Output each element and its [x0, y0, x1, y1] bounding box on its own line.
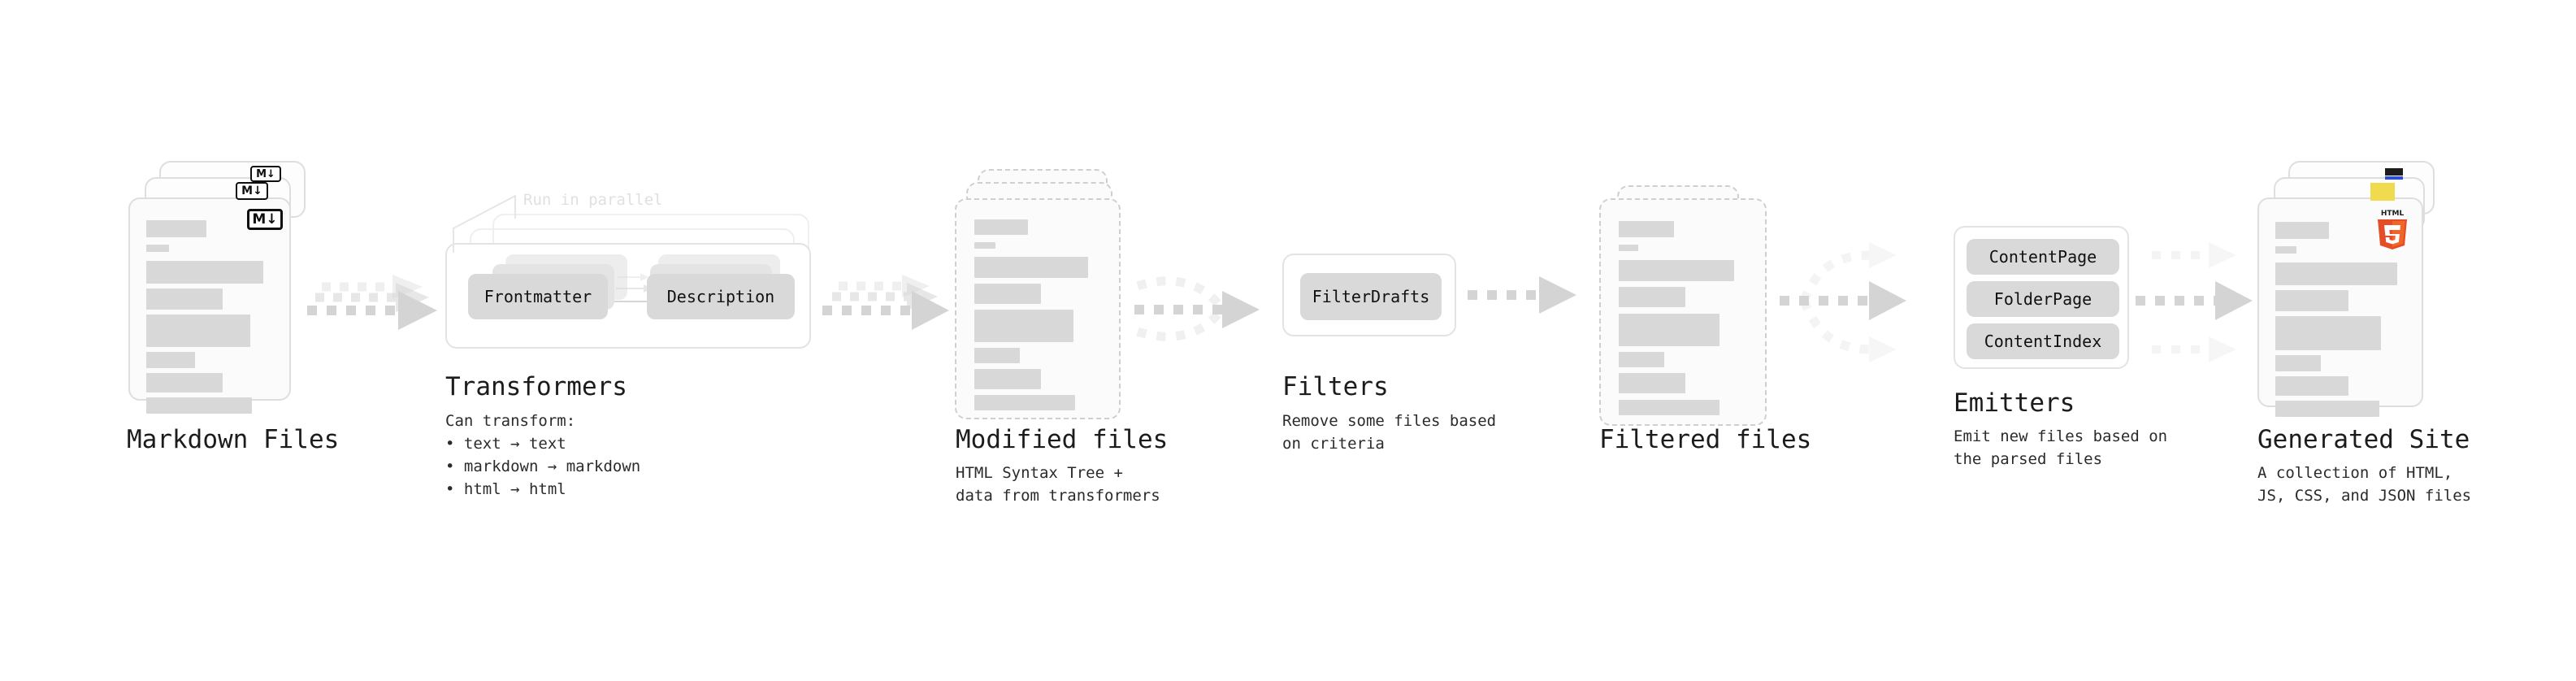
- content-bar: [146, 245, 169, 252]
- content-bar: [1619, 352, 1664, 367]
- filtered-card-front: [1599, 198, 1767, 426]
- content-bar: [146, 373, 223, 393]
- content-bar: [2275, 401, 2379, 417]
- emitters-description: Emit new files based on the parsed files: [1954, 427, 2168, 468]
- content-bar: [974, 348, 1020, 363]
- markdown-icon: M↓: [247, 209, 283, 230]
- content-bar: [1619, 221, 1674, 237]
- content-bar: [2275, 376, 2348, 396]
- arrow-emitters-to-site: [2136, 242, 2253, 362]
- content-bar: [1619, 287, 1685, 307]
- markdown-icon-label: M↓: [256, 167, 275, 180]
- content-bar: [1619, 260, 1734, 281]
- content-bar: [2275, 355, 2321, 371]
- transformers-description: Can transform: • text → text • markdown …: [445, 412, 641, 498]
- modified-files-title: Modified files: [956, 425, 1169, 454]
- markdown-files-title: Markdown Files: [127, 425, 340, 454]
- chip-label: Frontmatter: [484, 287, 592, 306]
- svg-text:HTML: HTML: [2381, 210, 2405, 218]
- chip-label: ContentPage: [1988, 247, 2097, 267]
- css3-icon: [2385, 168, 2403, 180]
- generated-site-description: A collection of HTML, JS, CSS, and JSON …: [2257, 464, 2472, 505]
- content-bar: [974, 242, 995, 249]
- content-bar: [974, 257, 1088, 278]
- content-bar: [146, 288, 223, 310]
- arrow-transformers-to-modified: [822, 275, 949, 330]
- content-bar: [2275, 290, 2348, 311]
- markdown-card-front: [128, 197, 291, 414]
- filters-description: Remove some files based on criteria: [1282, 412, 1497, 453]
- transformers-group: Frontmatter Description Run in parallel: [445, 191, 819, 349]
- modified-card-front: [955, 198, 1121, 419]
- emitter-chip-folderpage[interactable]: FolderPage: [1967, 281, 2119, 317]
- arrow-markdown-to-transformers: [307, 275, 437, 330]
- content-bar: [146, 397, 252, 414]
- filters-title: Filters: [1282, 372, 1389, 401]
- filter-chip-filterdrafts[interactable]: FilterDrafts: [1300, 273, 1442, 320]
- arrow-filtered-to-emitters: [1780, 242, 1906, 362]
- content-bar: [146, 352, 195, 368]
- chip-label: FilterDrafts: [1312, 287, 1430, 306]
- arrow-filters-to-filtered: [1468, 276, 1576, 314]
- js-icon: [2370, 183, 2395, 201]
- generated-site-title: Generated Site: [2257, 425, 2470, 454]
- content-bar: [2275, 262, 2397, 285]
- emitter-chip-contentindex[interactable]: ContentIndex: [1967, 323, 2119, 359]
- filters-group: FilterDrafts: [1282, 254, 1456, 336]
- content-bar: [974, 395, 1075, 410]
- emitters-title: Emitters: [1954, 388, 2075, 418]
- content-bar: [974, 310, 1073, 342]
- content-bar: [146, 314, 250, 347]
- content-bar: [974, 284, 1041, 304]
- content-bar: [2275, 316, 2381, 350]
- content-bar: [2275, 246, 2296, 254]
- markdown-icon: M↓: [236, 182, 268, 200]
- content-bar: [1619, 400, 1720, 415]
- html5-icon: HTML: [2378, 210, 2407, 249]
- transformer-chip-description[interactable]: Description: [647, 274, 795, 319]
- chip-label: ContentIndex: [1984, 332, 2102, 351]
- emitters-group: ContentPage FolderPage ContentIndex: [1954, 226, 2129, 369]
- content-bar: [1619, 245, 1638, 251]
- content-bar: [974, 369, 1041, 389]
- markdown-icon-label: M↓: [241, 184, 262, 197]
- transformer-chip-frontmatter[interactable]: Frontmatter: [468, 274, 608, 319]
- content-bar: [146, 261, 263, 284]
- content-bar: [146, 220, 206, 237]
- content-bar: [1619, 314, 1720, 346]
- content-bar: [974, 219, 1028, 235]
- markdown-icon-label: M↓: [252, 210, 278, 228]
- arrow-modified-to-filters: [1134, 276, 1260, 341]
- content-bar: [2275, 222, 2329, 239]
- chip-label: Description: [666, 287, 775, 306]
- filtered-files-title: Filtered files: [1599, 425, 1812, 454]
- content-bar: [1619, 373, 1685, 393]
- parallel-label: Run in parallel: [523, 191, 663, 209]
- modified-files-description: HTML Syntax Tree + data from transformer…: [956, 464, 1160, 505]
- emitter-chip-contentpage[interactable]: ContentPage: [1967, 239, 2119, 275]
- markdown-icon: M↓: [250, 166, 281, 182]
- transformers-title: Transformers: [445, 372, 627, 401]
- chip-label: FolderPage: [1993, 289, 2092, 309]
- parallel-bracket: [453, 194, 516, 253]
